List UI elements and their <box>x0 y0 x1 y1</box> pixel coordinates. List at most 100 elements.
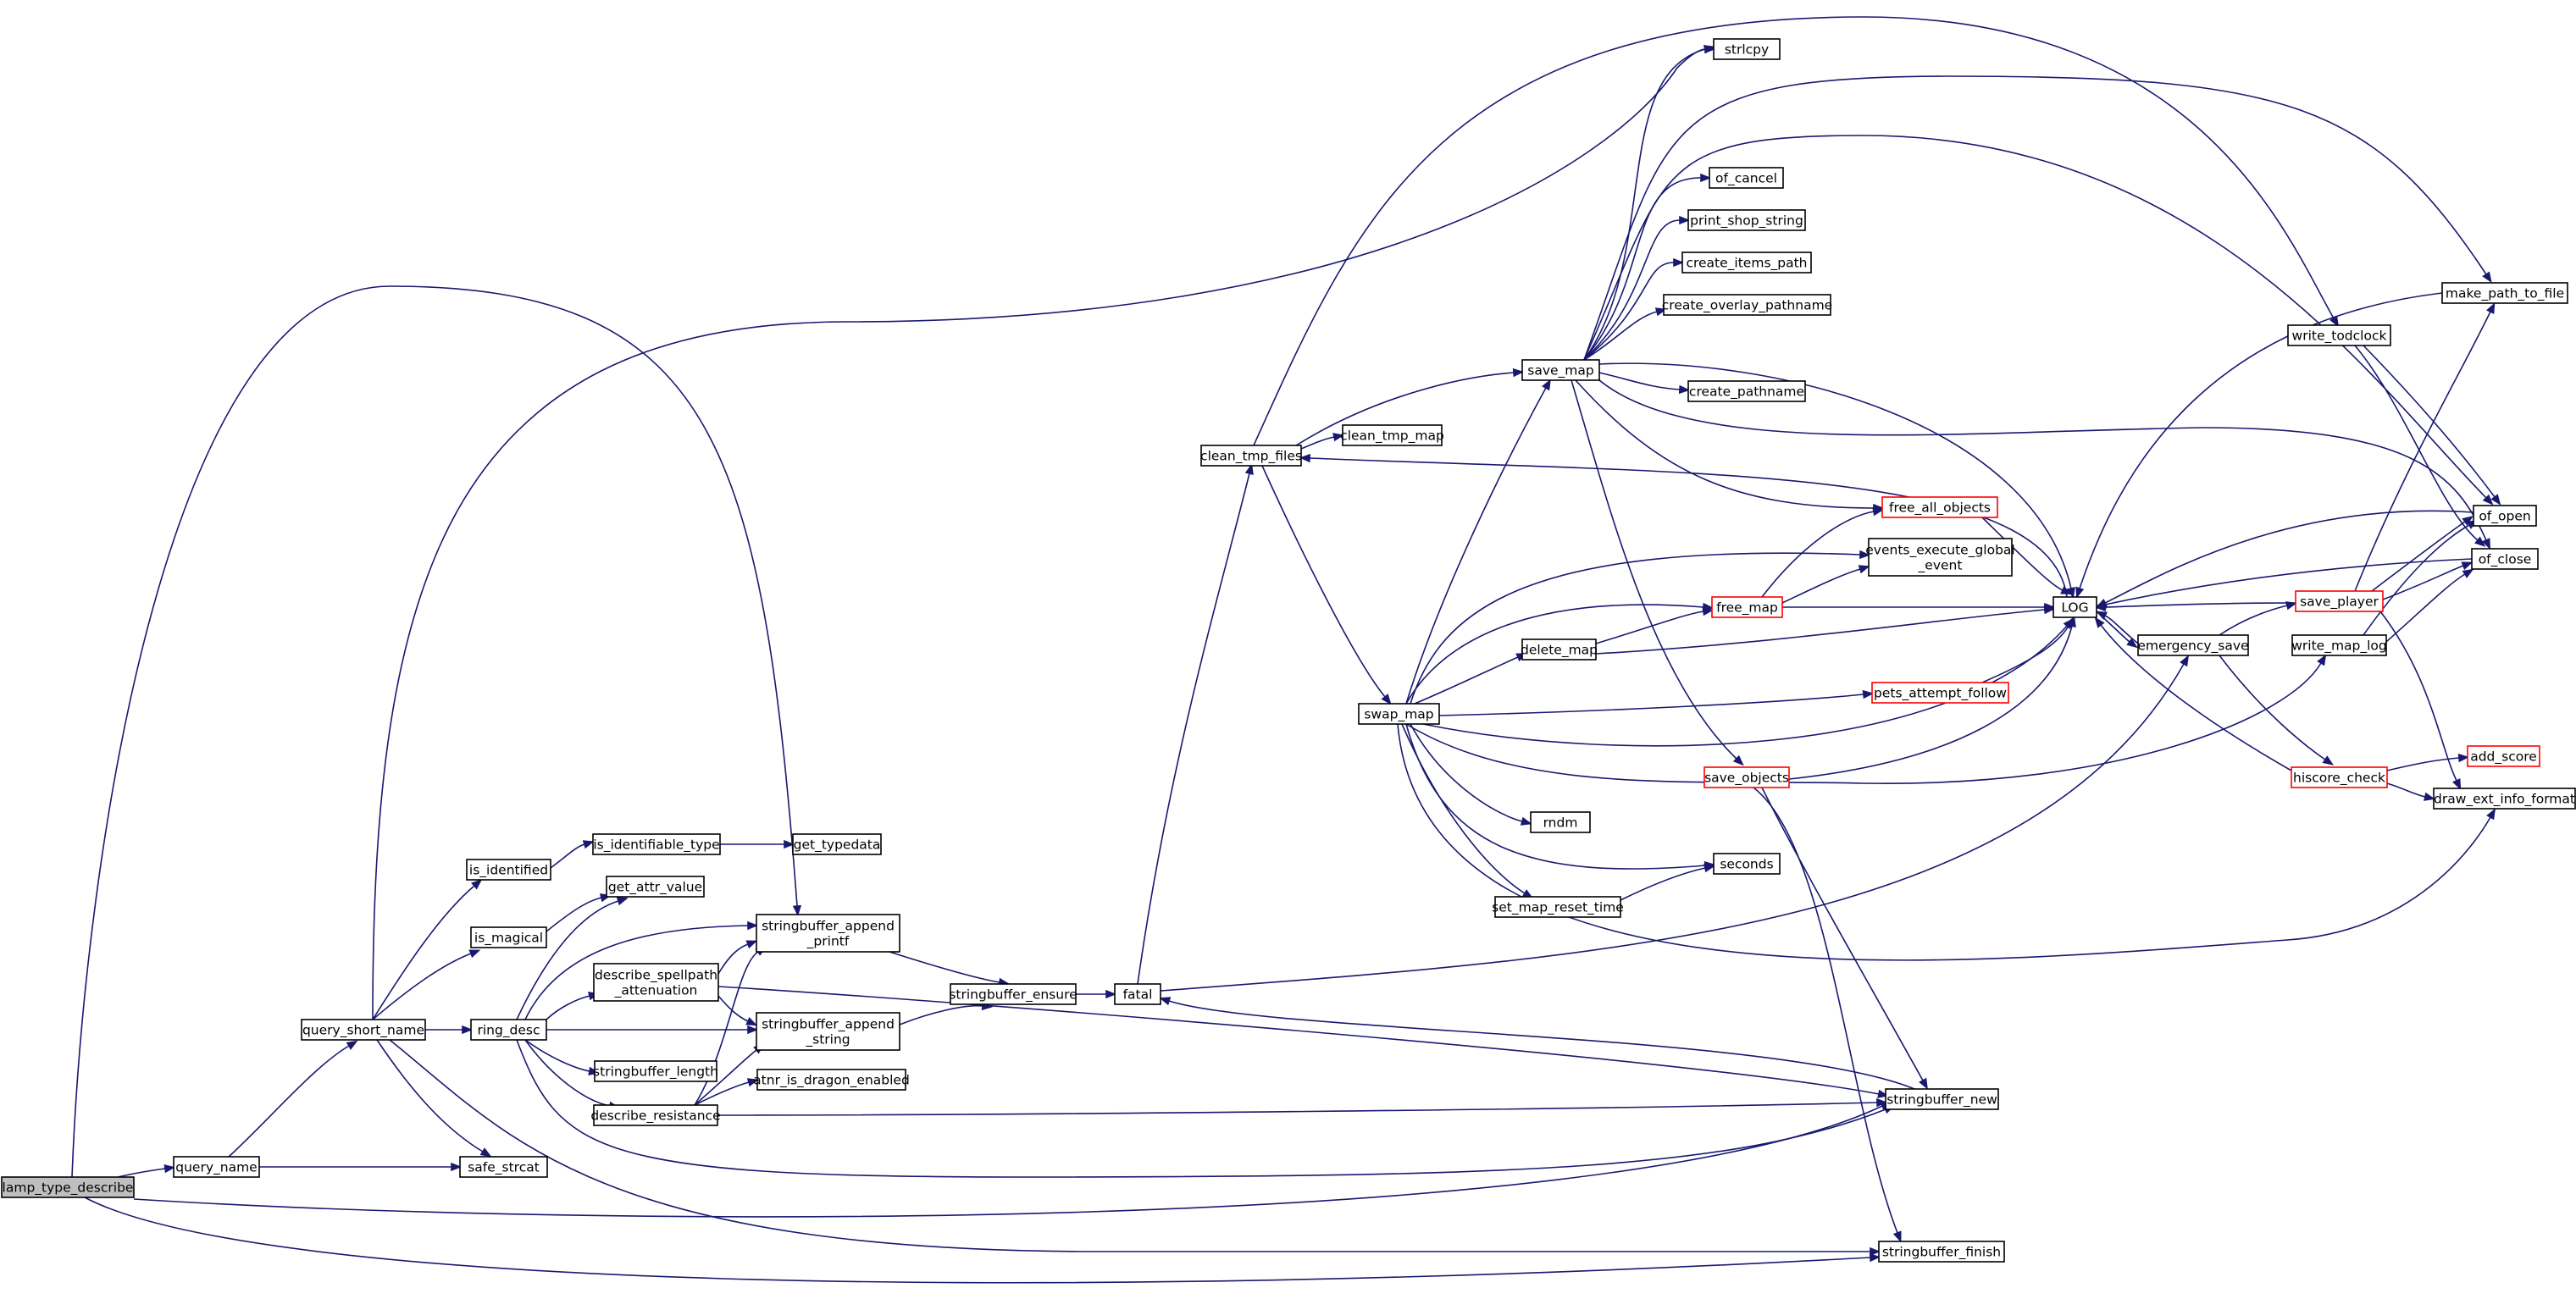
node-box <box>1663 294 1831 316</box>
function-node-get-typedata[interactable]: get_typedata <box>792 833 882 855</box>
function-node-describe-spellpath-attenuation[interactable]: describe_spellpath_attenuation <box>593 963 719 1002</box>
function-node-is-identifiable-type[interactable]: is_identifiable_type <box>592 833 721 855</box>
call-edge-LOG-to-clean_tmp_files <box>1299 453 2068 598</box>
function-node-stringbuffer-length[interactable]: stringbuffer_length <box>593 1060 718 1082</box>
function-node-set-map-reset-time[interactable]: set_map_reset_time <box>1492 896 1624 918</box>
call-edge-line <box>1168 1000 1915 1090</box>
function-node-safe-strcat[interactable]: safe_strcat <box>459 1156 548 1178</box>
function-node-rndm[interactable]: rndm <box>1530 811 1591 833</box>
node-box <box>593 963 719 1002</box>
call-edge-line <box>1595 611 1704 644</box>
arrowhead-icon <box>1872 507 1884 517</box>
node-box <box>593 1104 718 1126</box>
call-edge-line <box>1438 694 1864 716</box>
function-node-stringbuffer-new[interactable]: stringbuffer_new <box>1885 1088 1999 1110</box>
function-node-lamp-type-describe[interactable]: lamp_type_describe <box>1 1176 135 1198</box>
function-node-free-all-objects[interactable]: free_all_objects <box>1881 496 1998 518</box>
node-label: emergency_save <box>2137 638 2248 655</box>
function-node-clean-tmp-files[interactable]: clean_tmp_files <box>1200 445 1302 467</box>
node-label: delete_map <box>1521 643 1598 659</box>
function-node-atnr-is-dragon-enabled[interactable]: atnr_is_dragon_enabled <box>753 1069 910 1091</box>
function-node-query-short-name[interactable]: query_short_name <box>301 1019 426 1041</box>
node-box <box>2471 548 2539 570</box>
function-node-fatal[interactable]: fatal <box>1114 983 1161 1005</box>
node-box <box>2052 596 2097 618</box>
function-node-save-map[interactable]: save_map <box>1521 359 1600 381</box>
function-node-stringbuffer-ensure[interactable]: stringbuffer_ensure <box>949 983 1077 1005</box>
function-node-swap-map[interactable]: swap_map <box>1358 703 1440 725</box>
function-node-emergency-save[interactable]: emergency_save <box>2137 634 2249 656</box>
arrowhead-icon <box>1870 1246 1881 1257</box>
function-node-write-map-log[interactable]: write_map_log <box>2291 634 2387 656</box>
function-node-delete-map[interactable]: delete_map <box>1521 638 1598 661</box>
function-node-clean-tmp-map[interactable]: clean_tmp_map <box>1340 424 1444 446</box>
function-node-is-identified[interactable]: is_identified <box>466 859 551 881</box>
call-edge-line <box>1761 787 1924 1081</box>
node-label: stringbuffer_new <box>1886 1092 1997 1108</box>
call-edge-query_short_name-to-strlcpy <box>372 44 1716 1020</box>
function-node-describe-resistance[interactable]: describe_resistance <box>590 1104 721 1126</box>
arrowhead-icon <box>2180 655 2189 667</box>
call-edge-of_close-to-LOG <box>2095 558 2473 609</box>
arrowhead-icon <box>2462 568 2474 578</box>
function-node-write-todclock[interactable]: write_todclock <box>2287 324 2391 346</box>
call-edge-save_map-to-create_pathname <box>1598 372 1691 395</box>
function-node-of-cancel[interactable]: of_cancel <box>1709 167 1784 189</box>
function-node-of-close[interactable]: of_close <box>2471 548 2539 570</box>
arrowhead-icon <box>1732 755 1744 766</box>
function-node-get-attr-value[interactable]: get_attr_value <box>606 876 705 898</box>
node-label: clean_tmp_files <box>1200 449 1302 465</box>
arrowhead-icon <box>2486 808 2496 821</box>
function-node-ring-desc[interactable]: ring_desc <box>470 1019 547 1041</box>
function-node-stringbuffer-finish[interactable]: stringbuffer_finish <box>1878 1241 2005 1263</box>
function-node-print-shop-string[interactable]: print_shop_string <box>1687 209 1806 231</box>
call-edge-swap_map-to-rndm <box>1410 723 1532 826</box>
arrowhead-icon <box>2481 538 2490 550</box>
function-node-pets-attempt-follow[interactable]: pets_attempt_follow <box>1871 682 2009 704</box>
arrowhead-icon <box>451 1162 463 1172</box>
function-node-LOG[interactable]: LOG <box>2052 596 2097 618</box>
call-edge-line <box>524 925 749 1020</box>
call-edge-ring_desc-to-stringbuffer_new <box>516 1039 1896 1178</box>
call-edge-line <box>1583 135 2487 499</box>
function-node-events-execute-global-event[interactable]: events_execute_global_event <box>1865 538 2015 577</box>
function-node-strlcpy[interactable]: strlcpy <box>1713 38 1781 60</box>
function-node-query-name[interactable]: query_name <box>173 1156 260 1178</box>
call-edge-line <box>1137 473 1250 985</box>
call-edge-line <box>1753 787 1898 1234</box>
call-edge-line <box>1583 177 1702 361</box>
node-label: query_name <box>175 1160 257 1176</box>
function-node-make-path-to-file[interactable]: make_path_to_file <box>2441 282 2568 304</box>
arrowhead-icon <box>2322 755 2335 766</box>
function-node-create-items-path[interactable]: create_items_path <box>1681 252 1812 274</box>
function-node-stringbuffer-append-printf[interactable]: stringbuffer_append_printf <box>756 914 900 953</box>
arrowhead-icon <box>582 840 595 849</box>
call-edge-line <box>1781 568 1861 604</box>
function-node-add-score[interactable]: add_score <box>2467 745 2540 767</box>
node-label: safe_strcat <box>468 1160 540 1176</box>
call-edge-line <box>899 1004 983 1025</box>
call-edge-query_short_name-to-safe_strcat <box>376 1039 492 1158</box>
call-edge-fatal-to-clean_tmp_files <box>1137 463 1254 985</box>
function-node-save-player[interactable]: save_player <box>2295 590 2384 612</box>
arrowhead-icon <box>2462 516 2474 526</box>
call-edge-line <box>2219 655 2326 760</box>
node-label: rndm <box>1543 815 1578 831</box>
call-edge-line <box>1410 723 1523 822</box>
arrowhead-icon <box>1703 864 1715 873</box>
function-node-create-overlay-pathname[interactable]: create_overlay_pathname <box>1662 294 1832 316</box>
function-node-save-objects[interactable]: save_objects <box>1703 766 1790 788</box>
function-node-stringbuffer-append-string[interactable]: stringbuffer_append_string <box>756 1012 900 1051</box>
node-box <box>606 876 705 898</box>
function-node-seconds[interactable]: seconds <box>1713 853 1781 875</box>
function-node-hiscore-check[interactable]: hiscore_check <box>2291 766 2388 788</box>
call-edge-line <box>2386 782 2426 798</box>
function-node-is-magical[interactable]: is_magical <box>470 926 547 948</box>
call-edge-ring_desc-to-stringbuffer_length <box>524 1039 600 1075</box>
arrowhead-icon <box>2329 315 2340 328</box>
call-edge-line <box>1788 625 2073 780</box>
function-node-draw-ext-info-format[interactable]: draw_ext_info_format <box>2433 788 2576 810</box>
function-node-free-map[interactable]: free_map <box>1711 596 1783 618</box>
function-node-create-pathname[interactable]: create_pathname <box>1687 380 1806 402</box>
function-node-of-open[interactable]: of_open <box>2473 505 2537 527</box>
